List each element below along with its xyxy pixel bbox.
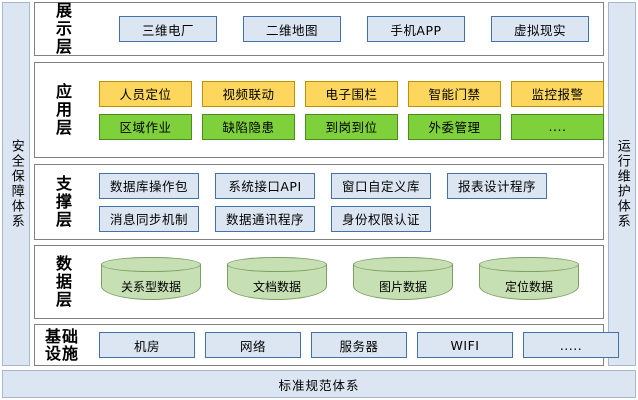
node-2d-map[interactable]: 二维地图 (243, 16, 341, 42)
node-infrastructure-more[interactable]: ..... (523, 332, 619, 358)
node-network[interactable]: 网络 (205, 332, 301, 358)
node-outsourcing-management[interactable]: 外委管理 (408, 113, 501, 140)
node-mobile-app[interactable]: 手机APP (367, 16, 465, 42)
node-identity-authorization[interactable]: 身份权限认证 (331, 205, 431, 232)
layer-infrastructure-row-1: 机房 网络 服务器 WIFI ..... (99, 332, 619, 358)
layer-data: 数据层 关系型数据 文档数据 图片数据 (34, 245, 604, 319)
layer-support-body: 数据库操作包 系统接口API 窗口自定义库 报表设计程序 消息同步机制 数据通讯… (89, 165, 603, 239)
side-band-security: 安全保障体系 (2, 2, 30, 366)
node-positioning-data[interactable]: 定位数据 (479, 257, 579, 307)
bottom-band-standards: 标准规范体系 (2, 370, 636, 398)
layer-presentation-row-1: 三维电厂 二维地图 手机APP 虚拟现实 (99, 16, 593, 42)
node-relational-data[interactable]: 关系型数据 (101, 257, 201, 307)
node-area-operation[interactable]: 区域作业 (99, 113, 192, 140)
node-relational-data-label: 关系型数据 (120, 279, 181, 294)
layer-support-row-2: 消息同步机制 数据通讯程序 身份权限认证 (99, 205, 593, 232)
node-system-interface-api[interactable]: 系统接口API (215, 172, 315, 199)
layer-infrastructure-body: 机房 网络 服务器 WIFI ..... (89, 325, 629, 365)
node-personnel-positioning[interactable]: 人员定位 (99, 80, 192, 107)
node-electronic-fence[interactable]: 电子围栏 (305, 80, 398, 107)
node-computer-room[interactable]: 机房 (99, 332, 195, 358)
node-smart-access-control[interactable]: 智能门禁 (408, 80, 501, 107)
layer-support-title: 支撑层 (52, 175, 72, 229)
node-message-sync-mechanism[interactable]: 消息同步机制 (99, 205, 199, 232)
layer-infrastructure-title-line-1: 基础 (44, 326, 79, 346)
node-window-custom-library[interactable]: 窗口自定义库 (331, 172, 431, 199)
layer-application-title: 应用层 (52, 83, 72, 137)
cylinder-top-icon (227, 257, 327, 272)
node-image-data[interactable]: 图片数据 (353, 257, 453, 307)
cylinder-top-icon (479, 257, 579, 272)
node-wifi[interactable]: WIFI (417, 332, 513, 358)
bottom-band-standards-label: 标准规范体系 (278, 377, 360, 393)
node-application-more[interactable]: .... (511, 113, 604, 140)
node-image-data-label: 图片数据 (378, 279, 427, 294)
side-band-operations: 运行维护体系 (608, 2, 636, 366)
layer-support-row-1: 数据库操作包 系统接口API 窗口自定义库 报表设计程序 (99, 172, 593, 199)
node-document-data[interactable]: 文档数据 (227, 257, 327, 307)
node-monitoring-alarm[interactable]: 监控报警 (511, 80, 604, 107)
layer-infrastructure-title-line-2: 设施 (44, 344, 79, 363)
layer-application-row-2: 区域作业 缺陷隐患 到岗到位 外委管理 .... (99, 113, 604, 140)
node-server[interactable]: 服务器 (311, 332, 407, 358)
node-data-communication-program[interactable]: 数据通讯程序 (215, 205, 315, 232)
layer-support: 支撑层 数据库操作包 系统接口API 窗口自定义库 报表设计程序 消息同步机制 … (34, 164, 604, 240)
node-3d-plant[interactable]: 三维电厂 (119, 16, 217, 42)
node-defect-hazard[interactable]: 缺陷隐患 (202, 113, 295, 140)
layer-application: 应用层 人员定位 视频联动 电子围栏 智能门禁 监控报警 区域作业 缺陷隐患 到… (34, 62, 604, 158)
side-band-security-label: 安全保障体系 (8, 139, 24, 229)
layer-data-title: 数据层 (52, 255, 72, 309)
layer-infrastructure-title: 基础设施 (35, 325, 89, 365)
layer-data-body: 关系型数据 文档数据 图片数据 定位数据 (89, 246, 603, 318)
layer-application-row-1: 人员定位 视频联动 电子围栏 智能门禁 监控报警 (99, 80, 604, 107)
node-virtual-reality[interactable]: 虚拟现实 (491, 16, 589, 42)
node-video-linkage[interactable]: 视频联动 (202, 80, 295, 107)
node-document-data-label: 文档数据 (252, 279, 301, 294)
node-report-design-program[interactable]: 报表设计程序 (447, 172, 547, 199)
layer-presentation-title: 展示层 (52, 2, 72, 56)
cylinder-top-icon (101, 257, 201, 272)
node-db-operation-package[interactable]: 数据库操作包 (99, 172, 199, 199)
layer-application-body: 人员定位 视频联动 电子围栏 智能门禁 监控报警 区域作业 缺陷隐患 到岗到位 … (89, 63, 614, 157)
layer-infrastructure: 基础设施 机房 网络 服务器 WIFI ..... (34, 324, 619, 366)
layer-presentation: 展示层 三维电厂 二维地图 手机APP 虚拟现实 (34, 2, 604, 56)
side-band-operations-label: 运行维护体系 (614, 139, 630, 229)
node-on-duty-in-place[interactable]: 到岗到位 (305, 113, 398, 140)
layer-data-row-1: 关系型数据 文档数据 图片数据 定位数据 (99, 257, 593, 307)
cylinder-top-icon (353, 257, 453, 272)
layer-presentation-body: 三维电厂 二维地图 手机APP 虚拟现实 (89, 3, 603, 55)
node-positioning-data-label: 定位数据 (504, 279, 553, 294)
